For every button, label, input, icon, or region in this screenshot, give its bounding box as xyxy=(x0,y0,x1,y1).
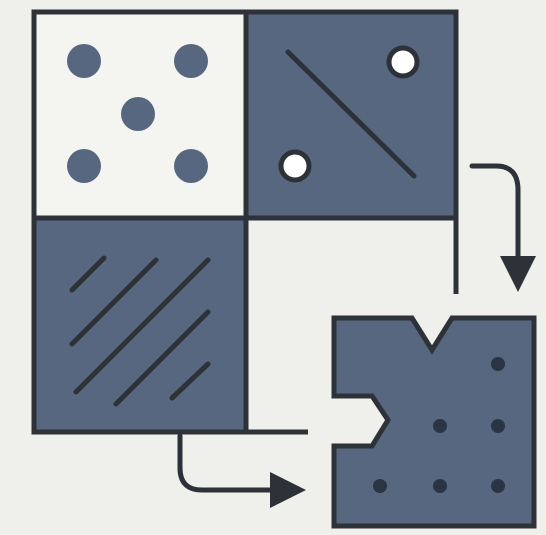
grid-frame xyxy=(31,9,459,435)
puzzle-dot xyxy=(491,419,505,433)
curved-arrow-right-icon xyxy=(177,433,306,508)
arrow-shaft xyxy=(469,163,521,261)
hatch-line xyxy=(73,257,211,395)
arrow-head xyxy=(270,472,306,508)
puzzle-dot xyxy=(433,479,447,493)
dot xyxy=(121,97,155,131)
arrow-head xyxy=(500,256,536,292)
dot xyxy=(174,44,208,78)
hatch-line xyxy=(69,255,107,293)
puzzle-dot xyxy=(433,419,447,433)
diagonal-line xyxy=(285,49,417,179)
puzzle-dot xyxy=(491,479,505,493)
top-left-tile xyxy=(34,12,246,218)
five-dots-dice-icon xyxy=(67,44,208,183)
dot xyxy=(67,44,101,78)
hatch-line xyxy=(169,361,211,401)
puzzle-dot xyxy=(491,357,505,371)
puzzle-piece-shape xyxy=(331,315,537,529)
bottom-left-tile xyxy=(34,218,246,432)
puzzle-dot xyxy=(373,479,387,493)
grid-outline xyxy=(31,9,459,435)
dot xyxy=(174,149,208,183)
white-circle xyxy=(278,149,312,183)
diagonal-line-two-circles-icon xyxy=(278,45,420,183)
puzzle-piece-six-dots-icon xyxy=(331,315,537,529)
hatch-line xyxy=(69,257,159,347)
white-circle xyxy=(386,45,420,79)
dot xyxy=(67,149,101,183)
diagonal-hatch-icon xyxy=(69,255,211,407)
hatch-line xyxy=(113,309,211,407)
arrow-shaft xyxy=(177,433,275,493)
curved-arrow-down-icon xyxy=(469,163,536,292)
top-right-tile xyxy=(246,12,456,218)
